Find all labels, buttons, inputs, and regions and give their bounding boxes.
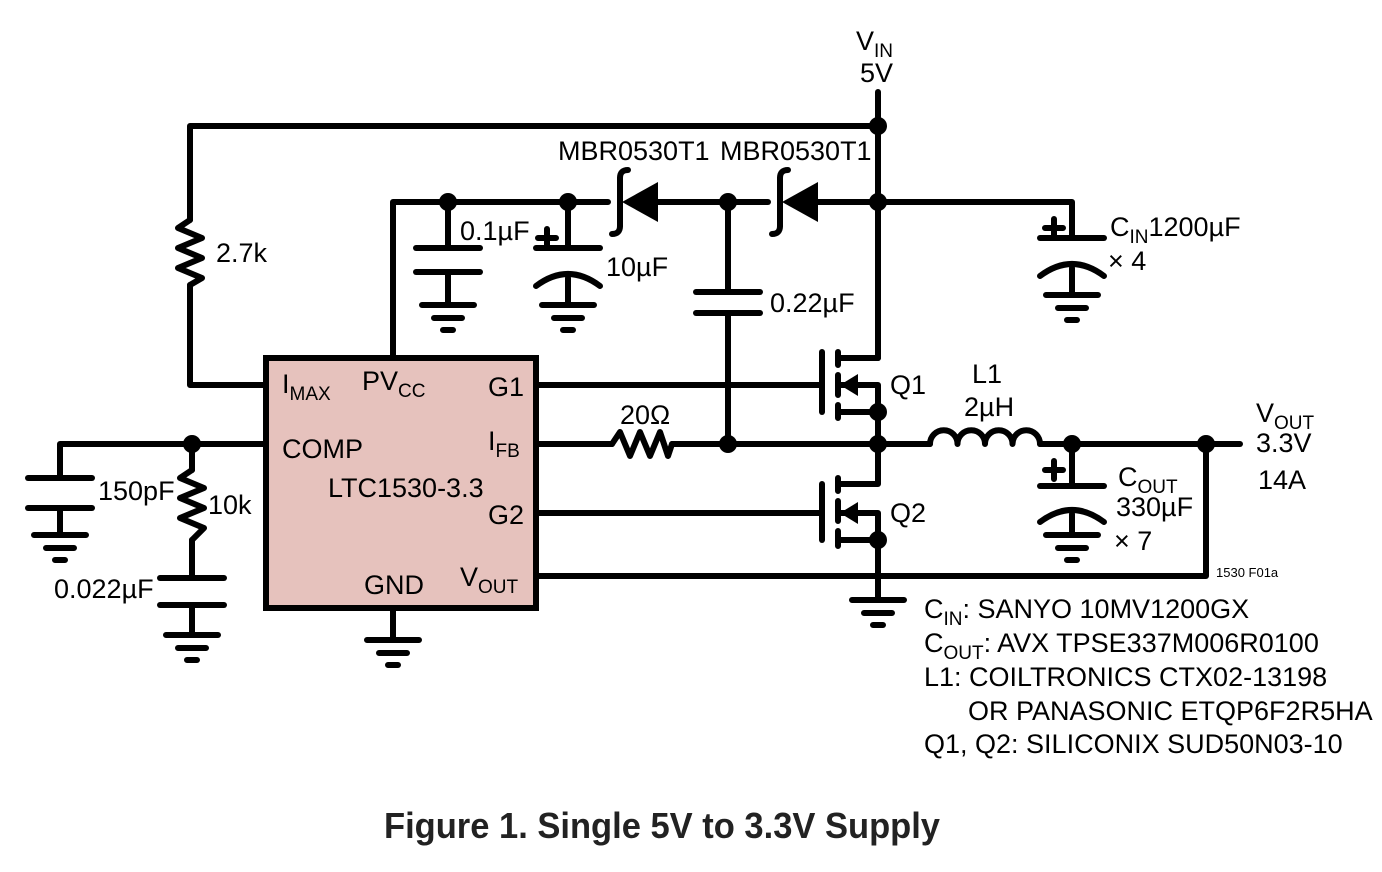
- pin-g1-label: G1: [488, 372, 524, 402]
- capacitor-0-022uf-label: 0.022µF: [54, 574, 154, 604]
- pin-g2-label: G2: [488, 500, 524, 530]
- resistor-20-ohm-label: 20Ω: [620, 400, 670, 430]
- resistor-2-7k-label: 2.7k: [216, 238, 268, 268]
- mosfet-q1-symbol: [819, 349, 887, 447]
- diode-d2-label: MBR0530T1: [720, 136, 872, 166]
- ground-symbol: [1043, 532, 1101, 563]
- cin-label: CIN1200µF: [1110, 212, 1241, 248]
- pin-gnd-label: GND: [364, 570, 424, 600]
- inductor-l1-name: L1: [972, 359, 1002, 389]
- ground-symbol: [539, 302, 597, 333]
- figure-code: 1530 F01a: [1216, 565, 1279, 580]
- capacitor-0-1uf-symbol: [413, 245, 483, 275]
- capacitor-150pf-label: 150pF: [98, 476, 175, 506]
- capacitor-0-22uf-symbol: [693, 289, 763, 316]
- capacitor-150pf-symbol: [25, 475, 95, 511]
- ground-symbol: [364, 637, 422, 668]
- resistor-10k-symbol: [177, 467, 207, 543]
- capacitor-cin-symbol: [1037, 216, 1107, 279]
- cout-label: COUT: [1118, 462, 1178, 498]
- vin-label: VIN: [856, 26, 893, 62]
- ground-symbol: [163, 632, 221, 663]
- ltc1530-chip-body: [263, 355, 539, 611]
- note-l1-line1: L1: COILTRONICS CTX02-13198: [924, 662, 1327, 692]
- pin-comp-label: COMP: [282, 434, 363, 464]
- wires: [57, 89, 1243, 643]
- figure-caption: Figure 1. Single 5V to 3.3V Supply: [384, 805, 940, 846]
- vin-voltage: 5V: [860, 58, 893, 88]
- capacitor-10uf-symbol: [533, 226, 603, 289]
- mosfet-q2-label: Q2: [890, 498, 926, 528]
- capacitor-cout-symbol: [1037, 458, 1107, 525]
- ground-symbol: [1043, 292, 1101, 323]
- mosfet-q2-symbol: [819, 441, 887, 549]
- cin-multiplier: × 4: [1108, 246, 1146, 276]
- capacitor-10uf-label: 10µF: [606, 252, 668, 282]
- note-cin: CIN: SANYO 10MV1200GX: [924, 594, 1249, 630]
- capacitor-0-1uf-label: 0.1µF: [460, 216, 530, 246]
- junction-dots: [183, 117, 1215, 453]
- resistor-2-7k-symbol: [175, 217, 205, 288]
- mosfet-q1-label: Q1: [890, 370, 926, 400]
- pin-pvcc-label: PVCC: [362, 366, 425, 402]
- vout-output-label: VOUT: [1256, 398, 1315, 434]
- note-q: Q1, Q2: SILICONIX SUD50N03-10: [924, 729, 1343, 759]
- diode-d2-symbol: [769, 167, 818, 237]
- pin-vout-label: VOUT: [460, 562, 519, 598]
- ground-symbol: [419, 302, 477, 333]
- note-l1-line2: OR PANASONIC ETQP6F2R5HA: [968, 696, 1373, 726]
- resistor-20-ohm-symbol: [609, 429, 675, 459]
- diode-d1-label: MBR0530T1: [558, 136, 710, 166]
- vout-voltage: 3.3V: [1256, 428, 1312, 458]
- ground-symbol: [31, 532, 89, 563]
- ground-symbol: [849, 597, 907, 628]
- diode-d1-symbol: [609, 167, 658, 237]
- chip-name-label: LTC1530-3.3: [328, 473, 484, 503]
- cout-multiplier: × 7: [1114, 526, 1152, 556]
- vout-current: 14A: [1258, 465, 1306, 495]
- capacitor-0-022uf-symbol: [157, 575, 227, 608]
- inductor-l1-value: 2µH: [964, 392, 1014, 422]
- capacitor-0-22uf-label: 0.22µF: [770, 288, 855, 318]
- pin-imax-label: IMAX: [282, 369, 331, 405]
- note-cout: COUT: AVX TPSE337M006R0100: [924, 628, 1319, 664]
- cout-value: 330µF: [1116, 492, 1193, 522]
- resistor-10k-label: 10k: [208, 490, 252, 520]
- inductor-l1-symbol: [927, 427, 1043, 447]
- pin-ifb-label: IFB: [488, 426, 520, 462]
